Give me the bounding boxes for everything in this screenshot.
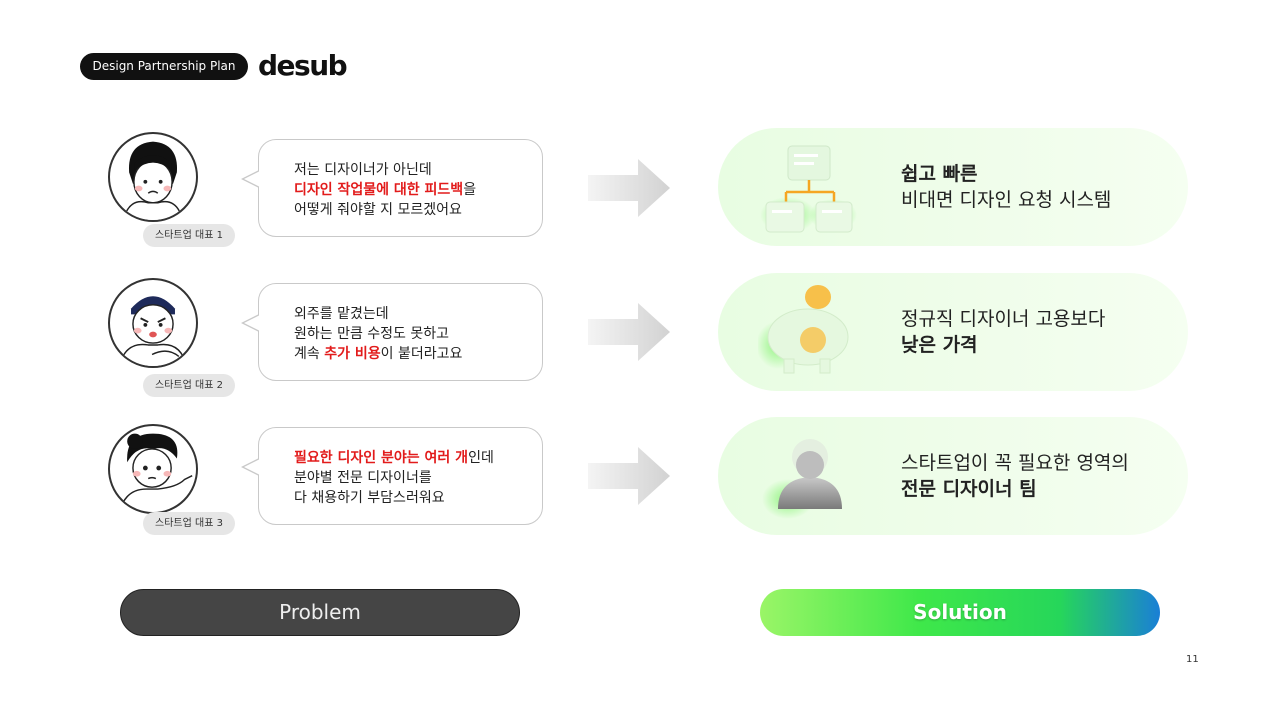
- arrow-right-icon: [588, 447, 670, 505]
- arrow-right-icon: [588, 303, 670, 361]
- avatar-3: [108, 424, 198, 514]
- piggy-bank-icon: [758, 285, 849, 374]
- avatar-label-1: 스타트업 대표 1: [143, 224, 235, 247]
- problem-2-line-3: 계속 추가 비용이 붙더라고요: [294, 346, 463, 362]
- person-icon: [762, 439, 842, 519]
- avatar-2: [108, 278, 198, 368]
- solution-2-line-1: 정규직 디자이너 고용보다: [901, 308, 1106, 330]
- problem-1-line-3: 어떻게 줘야할 지 모르겠어요: [294, 202, 462, 218]
- solution-card-2: 정규직 디자이너 고용보다 낮은 가격: [718, 273, 1188, 391]
- problem-bubble-2: 외주를 맡겼는데 원하는 만큼 수정도 못하고 계속 추가 비용이 붙더라고요: [241, 283, 543, 381]
- desub-logo: desub: [258, 49, 348, 82]
- problem-2-line-1: 외주를 맡겼는데: [294, 306, 389, 322]
- solution-text-3: 스타트업이 꼭 필요한 영역의 전문 디자이너 팀: [901, 450, 1129, 502]
- solution-2-line-2: 낮은 가격: [901, 334, 978, 356]
- problem-bubble-1: 저는 디자이너가 아닌데 디자인 작업물에 대한 피드백을 어떻게 줘야할 지 …: [241, 139, 543, 237]
- solution-1-line-2: 비대면 디자인 요청 시스템: [901, 189, 1112, 211]
- problem-bubble-3: 필요한 디자인 분야는 여러 개인데 분야별 전문 디자이너를 다 채용하기 부…: [241, 427, 543, 525]
- solution-3-line-2: 전문 디자이너 팀: [901, 478, 1037, 500]
- solution-text-1: 쉽고 빠른 비대면 디자인 요청 시스템: [901, 161, 1111, 213]
- solution-1-line-1: 쉽고 빠른: [901, 163, 978, 185]
- problem-3-line-1: 필요한 디자인 분야는 여러 개인데: [294, 450, 494, 466]
- plan-tag: Design Partnership Plan: [80, 53, 248, 80]
- org-chart-icon: [760, 145, 857, 233]
- arrow-right-icon: [588, 159, 670, 217]
- avatar-label-2: 스타트업 대표 2: [143, 374, 235, 397]
- problem-2-line-2: 원하는 만큼 수정도 못하고: [294, 326, 450, 342]
- problem-3-line-2: 분야별 전문 디자이너를: [294, 470, 432, 486]
- avatar-1: [108, 132, 198, 222]
- problem-1-line-2: 디자인 작업물에 대한 피드백을: [294, 182, 477, 198]
- solution-card-3: 스타트업이 꼭 필요한 영역의 전문 디자이너 팀: [718, 417, 1188, 535]
- solution-3-line-1: 스타트업이 꼭 필요한 영역의: [901, 452, 1129, 474]
- avatar-label-3: 스타트업 대표 3: [143, 512, 235, 535]
- solution-button[interactable]: Solution: [760, 589, 1160, 636]
- problem-button[interactable]: Problem: [120, 589, 520, 636]
- page-number: 11: [1186, 654, 1199, 665]
- solution-text-2: 정규직 디자이너 고용보다 낮은 가격: [901, 306, 1105, 358]
- problem-1-line-1: 저는 디자이너가 아닌데: [294, 162, 432, 178]
- solution-card-1: 쉽고 빠른 비대면 디자인 요청 시스템: [718, 128, 1188, 246]
- problem-3-line-3: 다 채용하기 부담스러워요: [294, 490, 445, 506]
